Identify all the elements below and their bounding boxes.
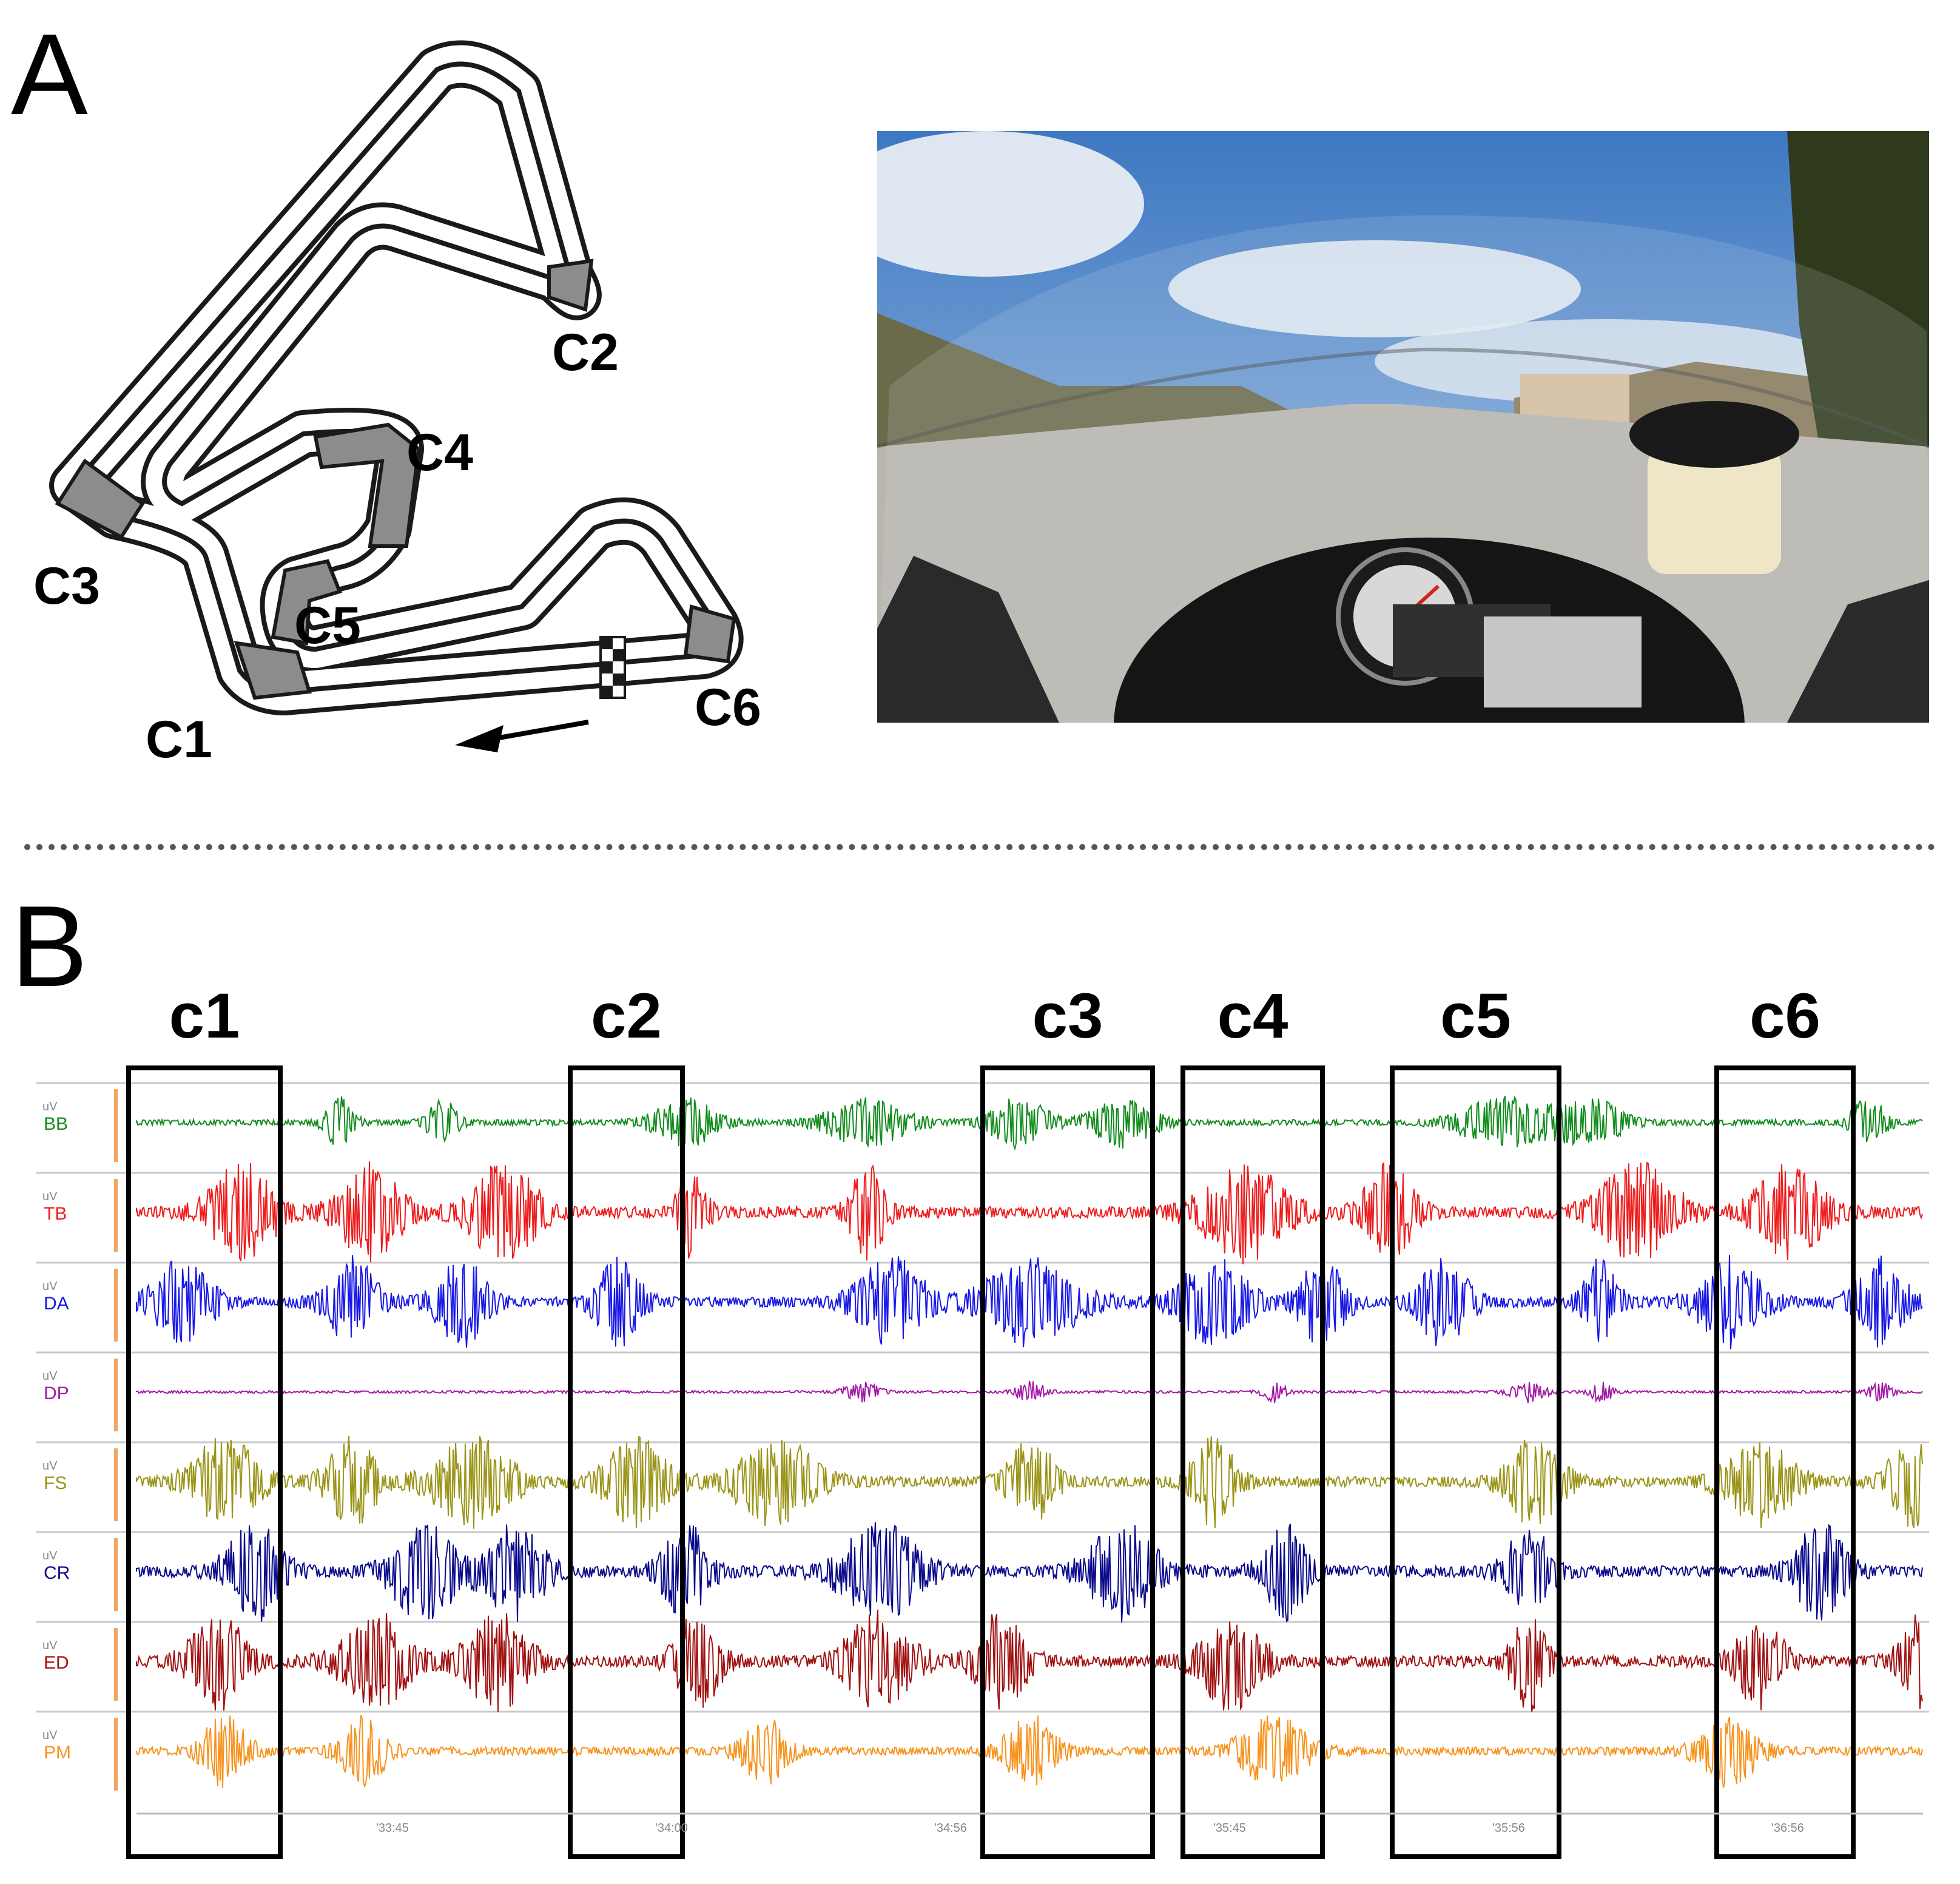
corner-c1-zone <box>234 641 312 700</box>
channel-unit-label: uV <box>42 1280 58 1293</box>
corner-box-label-c6: c6 <box>1750 981 1820 1052</box>
channel-name-label: DP <box>44 1383 69 1403</box>
track-corner-label-c6: C6 <box>695 678 761 737</box>
channel-scale-bar <box>114 1448 118 1521</box>
track-corner-label-c4: C4 <box>406 424 473 482</box>
corner-box-label-c2: c2 <box>591 981 662 1052</box>
corner-box-label-c3: c3 <box>1032 981 1103 1052</box>
channel-unit-label: uV <box>42 1729 58 1742</box>
corner-c5-zone <box>271 559 343 646</box>
track-corner-label-c5: C5 <box>294 596 361 655</box>
time-tick-label: '34:00 <box>655 1822 688 1835</box>
channel-unit-label: uV <box>42 1549 58 1562</box>
emg-trace-fs <box>136 1436 1923 1529</box>
emg-trace-da <box>136 1255 1923 1349</box>
direction-arrow-icon <box>455 720 589 752</box>
corner-box-label-c4: c4 <box>1217 981 1288 1052</box>
channel-unit-label: uV <box>42 1100 58 1113</box>
panel-b-letter: B <box>11 882 88 1011</box>
track-corner-label-c3: C3 <box>33 557 100 615</box>
track-corner-label-c2: C2 <box>552 323 619 382</box>
time-axis: '33:45 '34:00 '34:56 '35:45 '35:56 '36:56 <box>136 1812 1923 1835</box>
time-tick-label: '36:56 <box>1771 1822 1804 1835</box>
channel-unit-label: uV <box>42 1639 58 1652</box>
channel-name-label: CR <box>44 1563 70 1583</box>
emg-trace-bb <box>136 1095 1923 1151</box>
corner-c4-zone <box>313 422 421 548</box>
channel-name-label: TB <box>44 1204 67 1224</box>
corner-c6-zone <box>683 604 736 664</box>
start-finish-line <box>599 636 626 699</box>
emg-trace-pm <box>136 1715 1923 1789</box>
corner-boxes: c1 c2 c3 c4 c5 c6 <box>126 981 1856 1859</box>
corner-box-c5 <box>1390 1065 1561 1859</box>
channel-name-label: FS <box>44 1473 67 1493</box>
corner-box-label-c5: c5 <box>1440 981 1511 1052</box>
channel-unit-label: uV <box>42 1190 58 1203</box>
channel-name-label: DA <box>44 1294 69 1314</box>
time-tick-label: '34:56 <box>934 1822 967 1835</box>
channel-name-label: ED <box>44 1653 69 1673</box>
corner-box-c1 <box>126 1065 283 1859</box>
channel-unit-label: uV <box>42 1459 58 1473</box>
emg-traces <box>136 1095 1923 1789</box>
corner-c2-zone <box>547 258 594 312</box>
channel-scale-bar <box>114 1538 118 1611</box>
channel-scale-bar <box>114 1179 118 1252</box>
corner-box-c2 <box>568 1065 685 1859</box>
channel-scale-bar <box>114 1718 118 1791</box>
time-tick-label: '33:45 <box>376 1822 409 1835</box>
emg-trace-cr <box>136 1522 1923 1623</box>
race-track-map: C1 C2 C3 C4 C5 C6 <box>33 40 761 769</box>
channel-name-label: BB <box>44 1114 68 1134</box>
corner-box-c3 <box>980 1065 1155 1859</box>
channel-scale-bar <box>114 1628 118 1701</box>
corner-box-c6 <box>1714 1065 1856 1859</box>
panel-divider <box>24 844 1935 850</box>
track-corner-label-c1: C1 <box>146 711 212 769</box>
corner-c3-zone <box>55 458 146 539</box>
time-tick-label: '35:56 <box>1492 1822 1525 1835</box>
channel-scale-bar <box>114 1359 118 1431</box>
corner-box-label-c1: c1 <box>169 981 240 1052</box>
time-tick-label: '35:45 <box>1213 1822 1246 1835</box>
corner-zones <box>55 258 736 700</box>
emg-trace-dp <box>136 1380 1923 1403</box>
panel-a-letter: A <box>11 10 88 139</box>
emg-trace-ed <box>136 1609 1923 1712</box>
onboard-camera-photo <box>877 131 1929 723</box>
corner-box-c4 <box>1180 1065 1325 1859</box>
channel-name-label: PM <box>44 1743 71 1763</box>
emg-trace-tb <box>136 1161 1923 1264</box>
channel-scale-bar <box>114 1089 118 1162</box>
channel-scale-bar <box>114 1269 118 1342</box>
channel-unit-label: uV <box>42 1369 58 1383</box>
